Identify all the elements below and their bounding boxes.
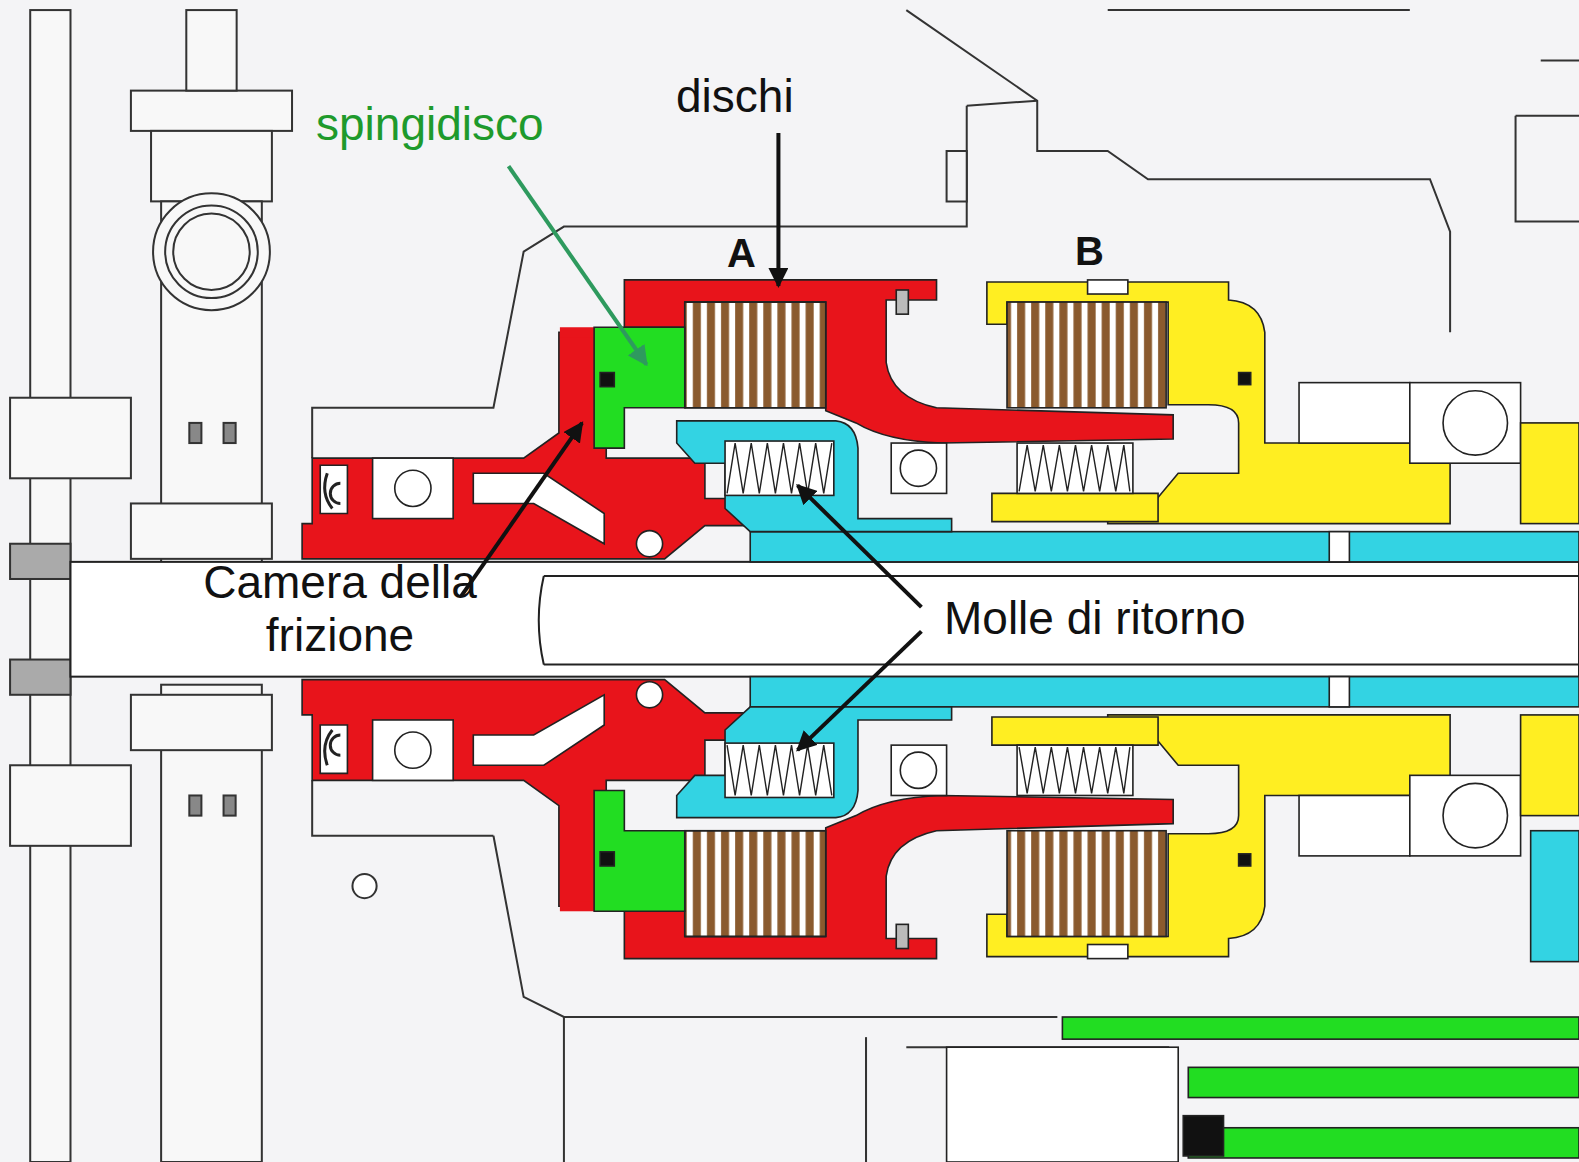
shift-fork [131,91,292,131]
housing-outline [1108,9,1410,11]
housing-outline [352,874,376,898]
shift-fork [186,10,236,91]
yellow-drum [987,282,1450,524]
lower-shafts [1183,1116,1223,1156]
clutch-half [1088,280,1128,294]
leader-line [776,133,780,286]
housing-outline [312,10,1579,458]
clutch-half [900,450,936,486]
clutch-half [325,473,341,508]
disc-pusher [594,327,685,448]
lower-shafts [1062,1017,1579,1039]
clutch-half [1017,443,1133,493]
housing-outline [1516,116,1579,222]
part-label: dischi [676,70,794,123]
clutch-half [1299,383,1410,443]
part-label: Molle di ritorno [944,592,1246,645]
clutch-half [725,441,834,495]
clutch-discs [1007,302,1166,408]
housing-outline [1541,59,1579,61]
shift-fork [224,795,236,815]
clutch-half [1329,532,1349,562]
return-spring [727,443,832,493]
lower-shafts [1188,1128,1579,1158]
clutch-half-mirror [302,677,1579,959]
clutch-half [373,458,454,518]
shift-fork [10,765,131,846]
housing-outline [563,1017,565,1162]
main-shaft [539,576,1579,665]
shift-fork [30,10,70,1162]
shift-fork [10,660,70,695]
shift-fork [165,205,258,298]
lower-shafts [947,1047,1179,1162]
leader-line [798,631,922,750]
shift-fork [173,213,250,290]
shift-fork [131,695,272,750]
leader-line [509,166,647,364]
leader-line [461,423,582,596]
clutch-half [992,493,1158,521]
lower-shafts [1531,831,1579,962]
housing-outline [947,151,967,201]
housing-outline [865,1037,867,1162]
shift-fork [131,503,272,558]
clutch-half [636,531,662,557]
cyan-carrier [677,421,952,532]
clutch-half [395,470,431,506]
clutch-half [1239,373,1251,385]
housing-outline [967,101,1037,106]
shift-fork [153,193,270,310]
shift-fork [161,685,262,1162]
clutch-half [1443,391,1507,455]
leader-line [798,485,922,607]
clutch-half [896,290,908,314]
lower-shafts [947,831,1579,1162]
shift-fork [224,423,236,443]
red-drum [624,280,1173,443]
part-label: Camera della frizione [175,556,505,662]
shift-fork [10,544,70,579]
clutch-letter: B [1075,228,1104,274]
clutch-half [1521,423,1579,524]
clutch-half [600,373,614,387]
shift-fork [189,795,201,815]
clutch-half [1410,383,1521,464]
shift-fork [10,398,131,479]
clutch-half [891,443,946,493]
leader-lines [461,133,921,750]
part-label: spingidisco [316,98,544,151]
shift-fork [189,423,201,443]
lower-shafts [1188,1067,1579,1097]
cyan-shaft [750,532,1579,562]
clutch-half [302,280,1579,562]
clutch-half [320,465,347,513]
housing-outline [312,780,493,835]
shift-fork [151,131,272,201]
clutch-half [685,302,826,408]
return-spring [1019,445,1130,491]
clutch-letter: A [727,230,756,276]
clutch-discs [685,302,826,408]
